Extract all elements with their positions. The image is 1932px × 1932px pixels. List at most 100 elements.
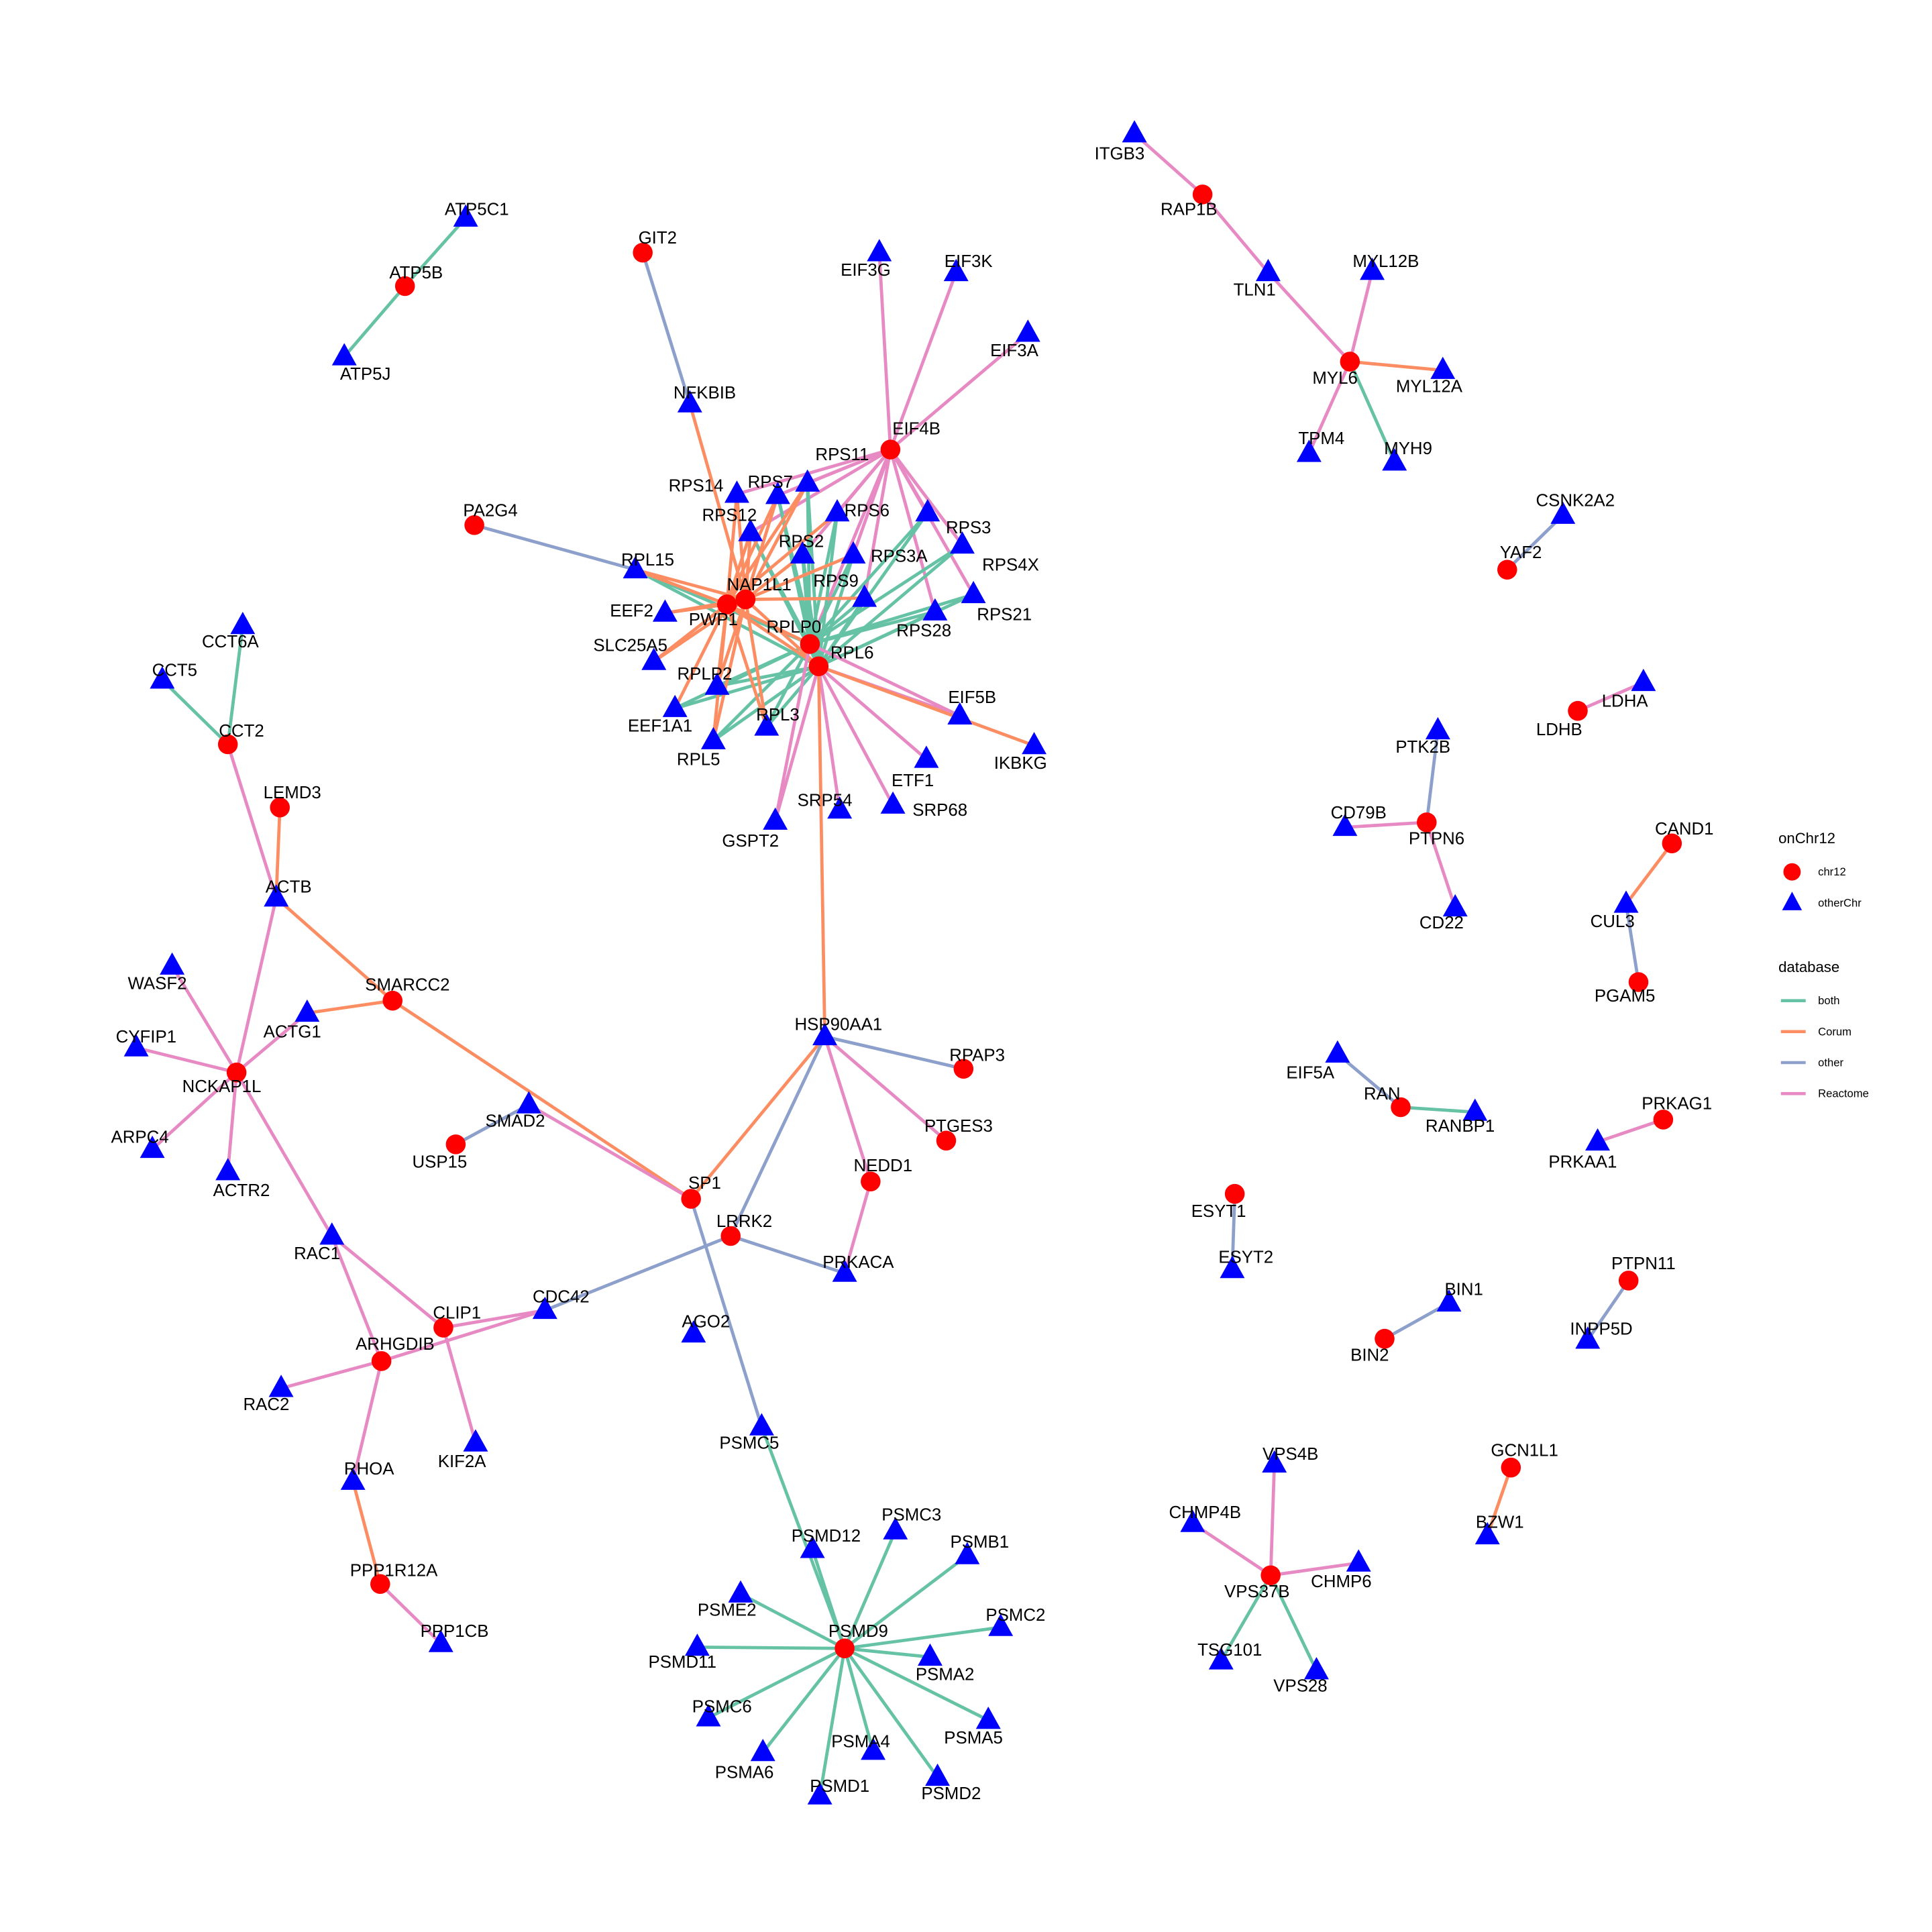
node-otherchr-ppp1cb[interactable]	[428, 1629, 453, 1652]
node-chr12-pa2g4[interactable]	[464, 515, 484, 535]
node-otherchr-psmc2[interactable]	[988, 1613, 1014, 1636]
node-otherchr-actg1[interactable]	[294, 999, 320, 1022]
node-otherchr-eef1a1[interactable]	[662, 694, 688, 717]
node-chr12-myl6[interactable]	[1340, 352, 1360, 372]
node-chr12-cct2[interactable]	[217, 734, 238, 755]
node-chr12-ppp1r12a[interactable]	[370, 1574, 390, 1594]
node-otherchr-inpp5d[interactable]	[1575, 1326, 1601, 1349]
node-otherchr-rps6[interactable]	[824, 499, 850, 522]
node-chr12-ptges3[interactable]	[936, 1130, 957, 1151]
node-otherchr-chmp4b[interactable]	[1180, 1509, 1205, 1532]
node-otherchr-cdc42[interactable]	[532, 1296, 557, 1320]
node-otherchr-cd79b[interactable]	[1332, 813, 1358, 837]
node-otherchr-prkaa1[interactable]	[1585, 1128, 1610, 1151]
node-otherchr-psma5[interactable]	[975, 1707, 1001, 1729]
node-chr12-bin2[interactable]	[1375, 1328, 1395, 1349]
node-chr12-cand1[interactable]	[1662, 833, 1682, 853]
node-chr12-eif4b[interactable]	[880, 439, 901, 460]
node-otherchr-psme2[interactable]	[728, 1580, 753, 1603]
node-otherchr-psma4[interactable]	[861, 1737, 885, 1760]
node-otherchr-rps4x[interactable]	[950, 531, 975, 554]
node-chr12-pgam5[interactable]	[1628, 972, 1649, 992]
node-otherchr-ldha[interactable]	[1631, 668, 1656, 692]
node-otherchr-esyt2[interactable]	[1220, 1256, 1245, 1279]
node-otherchr-rps7[interactable]	[765, 482, 790, 504]
node-chr12-usp15[interactable]	[445, 1134, 466, 1155]
node-otherchr-kif2a[interactable]	[463, 1429, 488, 1452]
node-otherchr-rpl15[interactable]	[623, 555, 648, 579]
node-chr12-atp5b[interactable]	[394, 276, 415, 297]
node-chr12-pwp1[interactable]	[716, 594, 737, 614]
node-otherchr-rps12[interactable]	[738, 519, 763, 541]
node-otherchr-psmc6[interactable]	[696, 1704, 721, 1727]
node-chr12-smarcc2[interactable]	[382, 990, 402, 1011]
node-otherchr-vps28[interactable]	[1304, 1657, 1329, 1680]
node-otherchr-eef2[interactable]	[652, 599, 678, 622]
node-chr12-nap1l1[interactable]	[735, 589, 756, 610]
node-chr12-psmd9[interactable]	[835, 1638, 855, 1658]
node-otherchr-actb[interactable]	[264, 884, 289, 907]
node-otherchr-ago2[interactable]	[681, 1320, 706, 1343]
node-otherchr-ikbkg[interactable]	[1022, 732, 1046, 755]
node-otherchr-rps21[interactable]	[961, 580, 986, 604]
node-otherchr-psmc3[interactable]	[883, 1517, 908, 1540]
node-chr12-rpl6[interactable]	[808, 656, 829, 676]
node-otherchr-psmd12[interactable]	[800, 1536, 825, 1558]
node-otherchr-rps3[interactable]	[915, 499, 941, 522]
node-otherchr-itgb3[interactable]	[1122, 120, 1147, 143]
node-otherchr-bin1[interactable]	[1436, 1289, 1462, 1312]
node-otherchr-eif3a[interactable]	[1015, 319, 1040, 342]
node-otherchr-psma6[interactable]	[750, 1739, 775, 1762]
node-otherchr-bzw1[interactable]	[1474, 1521, 1500, 1545]
node-chr12-nckap1l[interactable]	[226, 1063, 247, 1083]
node-otherchr-psmb1[interactable]	[955, 1542, 980, 1564]
node-otherchr-rpl5[interactable]	[700, 727, 726, 749]
node-otherchr-rplp2[interactable]	[704, 672, 730, 695]
node-otherchr-cct6a[interactable]	[230, 612, 256, 635]
node-otherchr-eif3g[interactable]	[867, 239, 892, 262]
node-otherchr-srp54[interactable]	[827, 796, 853, 819]
node-otherchr-etf1[interactable]	[914, 745, 939, 768]
node-otherchr-gspt2[interactable]	[763, 807, 788, 830]
node-otherchr-psmd11[interactable]	[684, 1633, 710, 1656]
node-otherchr-ptk2b[interactable]	[1425, 716, 1450, 740]
node-otherchr-psmc5[interactable]	[749, 1413, 774, 1436]
node-otherchr-rpl3[interactable]	[754, 713, 780, 736]
node-otherchr-psmd1[interactable]	[807, 1782, 833, 1805]
node-otherchr-slc25a5[interactable]	[641, 647, 667, 670]
node-chr12-ptpn6[interactable]	[1417, 812, 1437, 833]
node-chr12-gcn1l1[interactable]	[1501, 1457, 1521, 1478]
node-chr12-clip1[interactable]	[433, 1318, 453, 1338]
node-chr12-ptpn11[interactable]	[1618, 1271, 1639, 1291]
node-otherchr-rhoa[interactable]	[340, 1467, 366, 1490]
node-otherchr-smad2[interactable]	[516, 1091, 541, 1114]
node-otherchr-csnk2a2[interactable]	[1550, 501, 1576, 524]
node-chr12-vps37b[interactable]	[1260, 1565, 1281, 1586]
node-chr12-ldhb[interactable]	[1568, 700, 1588, 721]
node-otherchr-rps9[interactable]	[852, 584, 877, 607]
node-otherchr-rps3a[interactable]	[841, 541, 866, 564]
node-otherchr-cct5[interactable]	[150, 666, 175, 689]
node-chr12-rap1b[interactable]	[1192, 184, 1213, 205]
node-otherchr-eif3k[interactable]	[943, 258, 969, 282]
node-otherchr-psmd2[interactable]	[925, 1763, 950, 1786]
node-chr12-lrrk2[interactable]	[720, 1226, 741, 1246]
node-otherchr-rac2[interactable]	[268, 1375, 294, 1397]
node-chr12-lemd3[interactable]	[270, 797, 290, 818]
node-chr12-git2[interactable]	[633, 242, 653, 263]
node-otherchr-cd22[interactable]	[1442, 894, 1468, 917]
node-otherchr-tsg101[interactable]	[1208, 1647, 1234, 1670]
node-otherchr-tpm4[interactable]	[1296, 439, 1322, 462]
node-otherchr-prkaca[interactable]	[832, 1259, 857, 1282]
node-otherchr-ranbp1[interactable]	[1462, 1098, 1488, 1121]
node-otherchr-psma2[interactable]	[918, 1643, 943, 1666]
node-chr12-rpap3[interactable]	[953, 1059, 974, 1079]
node-chr12-nedd1[interactable]	[861, 1171, 881, 1191]
node-otherchr-tln1[interactable]	[1256, 258, 1281, 282]
node-otherchr-rps14[interactable]	[724, 480, 749, 503]
node-otherchr-actr2[interactable]	[215, 1158, 241, 1181]
node-chr12-ran[interactable]	[1391, 1097, 1411, 1118]
node-chr12-esyt1[interactable]	[1224, 1183, 1245, 1204]
node-otherchr-nfkbib[interactable]	[677, 390, 702, 413]
node-otherchr-myl12b[interactable]	[1360, 258, 1385, 280]
